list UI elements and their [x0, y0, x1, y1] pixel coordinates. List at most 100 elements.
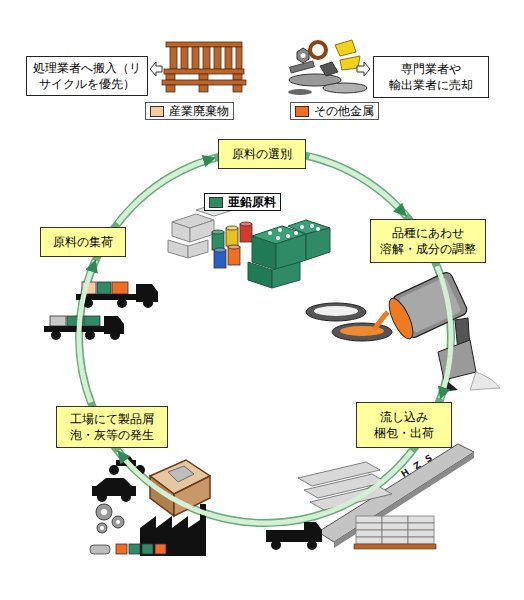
box-text: 処理業者へ搬入（リ サイクルを優先）	[32, 60, 142, 92]
raw-material-illustration	[248, 262, 272, 288]
pallet-illustration	[166, 42, 242, 47]
cycle-arrow	[118, 158, 215, 224]
pallet-illustration	[233, 74, 242, 80]
pallet-illustration	[162, 42, 246, 92]
pallet-illustration	[225, 47, 232, 69]
hollow-arrow	[357, 62, 370, 76]
pallet-illustration	[192, 47, 199, 69]
factory-illustration	[90, 545, 110, 554]
scrap-illustration	[288, 89, 312, 95]
raw-material-illustration	[212, 222, 252, 268]
ingot-illustration	[354, 544, 436, 549]
ingot-illustration	[356, 530, 382, 537]
process-box: 原料の選別	[218, 139, 306, 169]
raw-material-illustration	[316, 227, 320, 231]
raw-material-illustration	[212, 230, 224, 234]
scrap-illustration	[323, 83, 367, 93]
legend-text: 産業廃棄物	[169, 104, 229, 118]
pallet-illustration	[233, 85, 242, 92]
box-text: 専門業者や 輸出業者に売却	[379, 61, 483, 93]
raw-material-illustration	[240, 224, 252, 242]
box-text: 品種にあわせ 溶解・成分の調整	[376, 225, 480, 257]
box-text: 原料の集荷	[53, 234, 113, 250]
legend-text: その他金属	[314, 104, 374, 118]
raw-material-illustration	[276, 236, 280, 240]
scrap-illustration	[297, 48, 309, 63]
truck-illustration	[117, 298, 127, 308]
truck-illustration	[143, 298, 153, 308]
pallet-illustration	[170, 47, 177, 69]
note-box: 専門業者や 輸出業者に売却	[373, 56, 489, 98]
pallet-illustration	[166, 74, 175, 80]
raw-material-illustration	[212, 232, 224, 250]
raw-material-illustration	[306, 228, 330, 260]
process-box: 工場にて製品屑 泡・灰等の発生	[56, 406, 168, 448]
pallet-illustration	[199, 74, 208, 80]
pallet-illustration	[203, 47, 210, 69]
raw-material-illustration	[294, 231, 298, 235]
ingot-illustration	[271, 540, 281, 550]
raw-material-illustration	[190, 220, 214, 242]
truck-illustration	[97, 282, 111, 294]
pallet-illustration	[162, 80, 246, 85]
raw-material-illustration	[168, 203, 330, 288]
ingot-illustration	[408, 523, 434, 530]
raw-material-illustration	[240, 222, 252, 226]
raw-material-illustration	[214, 250, 226, 268]
raw-material-illustration	[188, 240, 208, 258]
legend-swatch	[209, 197, 223, 208]
cycle-ring	[79, 151, 451, 523]
furnace-illustration	[374, 312, 388, 330]
pallet-illustration	[166, 85, 175, 92]
ingot-illustration	[266, 535, 306, 542]
factory-illustration	[101, 509, 107, 515]
legend-text: 亜鉛原料	[228, 195, 276, 209]
process-box: 流し込み 梱包・出荷	[356, 402, 452, 448]
ingot-illustration	[382, 537, 408, 544]
pallet-illustration	[214, 47, 221, 69]
furnace-illustration	[438, 340, 476, 380]
factory-illustration	[168, 466, 194, 482]
ingot-illustration	[356, 537, 382, 544]
factory-illustration	[96, 504, 112, 520]
box-text: 原料の選別	[232, 146, 292, 162]
factory-illustration	[116, 544, 127, 554]
ingot-illustration	[382, 530, 408, 537]
ingot-illustration	[382, 523, 408, 530]
cycle-arrow	[118, 451, 412, 523]
factory-illustration	[142, 544, 153, 554]
truck-illustration	[51, 330, 61, 340]
factory-illustration	[97, 492, 107, 502]
ingot-illustration	[304, 522, 322, 542]
legend-swatch	[295, 106, 309, 117]
truck-illustration	[110, 330, 120, 340]
raw-material-illustration	[226, 226, 238, 230]
factory-illustration	[92, 478, 136, 496]
legend-item: その他金属	[290, 102, 379, 120]
cycle-arrow	[309, 156, 406, 215]
ingot-illustration	[408, 537, 434, 544]
ingot-illustration	[356, 516, 382, 523]
furnace-illustration	[470, 372, 500, 390]
raw-material-illustration	[172, 222, 190, 242]
raw-material-illustration	[286, 234, 290, 238]
scrap-illustration	[301, 53, 306, 58]
pallet-illustration	[164, 69, 244, 74]
factory-illustration	[155, 544, 166, 554]
truck-illustration	[112, 282, 128, 294]
raw-material-illustration	[272, 262, 300, 288]
factory-illustration	[116, 520, 120, 524]
ingot-illustration	[318, 444, 474, 542]
scrap-illustration	[335, 40, 356, 56]
ingot-illustration	[408, 516, 434, 523]
raw-material-illustration	[214, 248, 226, 252]
ingot-illustration	[356, 516, 434, 544]
process-box: 原料の集荷	[40, 227, 126, 257]
ingot-illustration	[310, 486, 392, 510]
scrap-illustration	[310, 42, 326, 58]
raw-material-illustration	[268, 224, 320, 240]
factory-illustration	[121, 492, 131, 502]
box-text: 流し込み 梱包・出荷	[362, 409, 446, 441]
ingot-illustration	[307, 540, 317, 550]
